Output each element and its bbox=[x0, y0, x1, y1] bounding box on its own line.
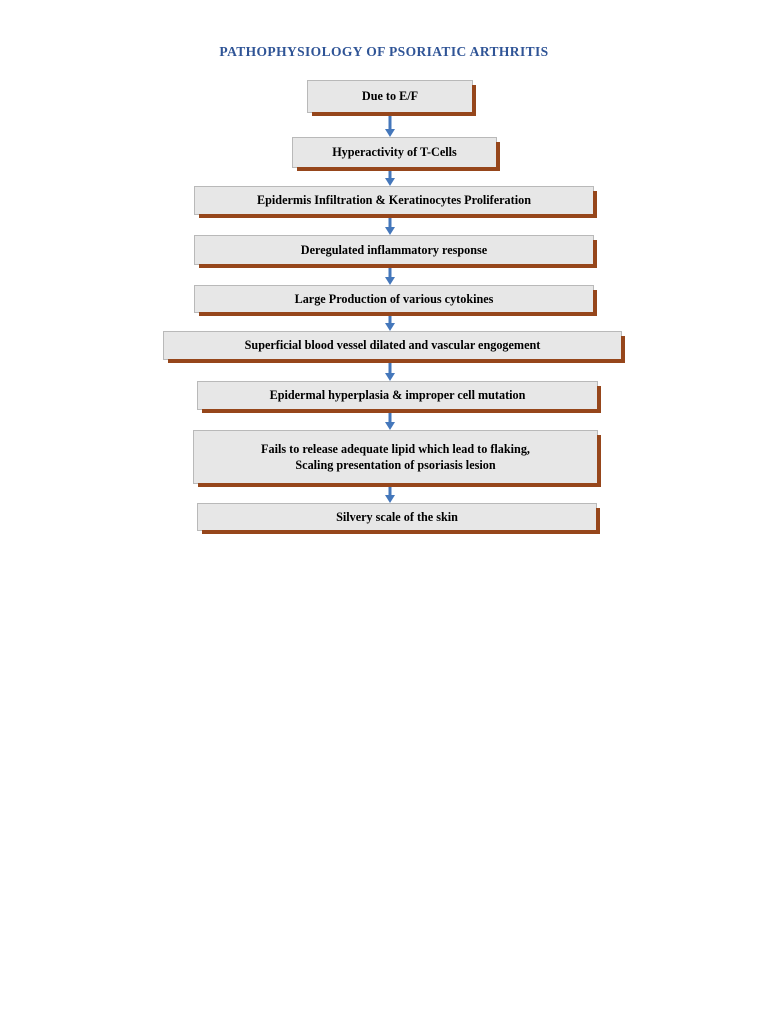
flow-node-n2: Hyperactivity of T-Cells bbox=[292, 137, 500, 171]
arrow-stem bbox=[388, 265, 392, 278]
arrow-stem bbox=[388, 484, 392, 496]
flow-arrow-n2-to-n3 bbox=[382, 168, 398, 186]
flow-node-label: Epidermal hyperplasia & improper cell mu… bbox=[269, 388, 526, 403]
flow-arrow-n3-to-n4 bbox=[382, 215, 398, 235]
arrow-head-icon bbox=[385, 277, 395, 285]
flow-node-n5: Large Production of various cytokines bbox=[194, 285, 597, 316]
arrow-head-icon bbox=[385, 422, 395, 430]
arrow-stem bbox=[388, 168, 392, 179]
flow-node-n8: Fails to release adequate lipid which le… bbox=[193, 430, 601, 487]
flow-arrow-n7-to-n8 bbox=[382, 410, 398, 430]
flow-arrow-n6-to-n7 bbox=[382, 360, 398, 381]
flow-arrow-n4-to-n5 bbox=[382, 265, 398, 285]
flow-node-label: Hyperactivity of T-Cells bbox=[332, 145, 457, 160]
flow-node-label: Fails to release adequate lipid which le… bbox=[261, 441, 530, 472]
flow-node-label: Deregulated inflammatory response bbox=[300, 242, 488, 257]
arrow-stem bbox=[388, 113, 392, 130]
flow-node-label: Epidermis Infiltration & Keratinocytes P… bbox=[257, 193, 531, 208]
arrow-head-icon bbox=[385, 373, 395, 381]
page-title: PATHOPHYSIOLOGY OF PSORIATIC ARTHRITIS bbox=[219, 44, 549, 59]
flow-node-label: Superficial blood vessel dilated and vas… bbox=[244, 338, 541, 353]
arrow-head-icon bbox=[385, 227, 395, 235]
flow-node-n7: Epidermal hyperplasia & improper cell mu… bbox=[197, 381, 601, 413]
flow-node-n3: Epidermis Infiltration & Keratinocytes P… bbox=[194, 186, 597, 218]
flow-node-n6: Superficial blood vessel dilated and vas… bbox=[163, 331, 625, 363]
flow-node-n4: Deregulated inflammatory response bbox=[194, 235, 597, 268]
arrow-stem bbox=[388, 360, 392, 374]
arrow-stem bbox=[388, 313, 392, 324]
flow-node-n1: Due to E/F bbox=[307, 80, 476, 116]
flow-node-label: Large Production of various cytokines bbox=[294, 291, 494, 306]
flow-node-n9: Silvery scale of the skin bbox=[197, 503, 600, 534]
flow-arrow-n8-to-n9 bbox=[382, 484, 398, 503]
flow-node-label: Due to E/F bbox=[361, 89, 419, 104]
flow-arrow-n5-to-n6 bbox=[382, 313, 398, 331]
arrow-head-icon bbox=[385, 323, 395, 331]
flow-arrow-n1-to-n2 bbox=[382, 113, 398, 137]
arrow-head-icon bbox=[385, 178, 395, 186]
arrow-stem bbox=[388, 410, 392, 423]
arrow-head-icon bbox=[385, 129, 395, 137]
arrow-stem bbox=[388, 215, 392, 228]
flow-node-label: Silvery scale of the skin bbox=[336, 509, 458, 524]
arrow-head-icon bbox=[385, 495, 395, 503]
